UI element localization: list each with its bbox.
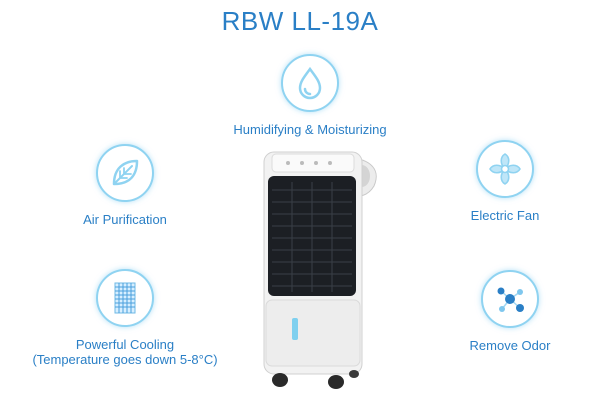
feature-air-purification: Air Purification [50,144,200,227]
fan-blades-icon [476,140,534,198]
feature-label-air-purification: Air Purification [83,212,167,227]
feature-electric-fan: Electric Fan [430,140,580,223]
air-cooler-product-image [258,146,386,397]
molecule-icon [481,270,539,328]
feature-label-powerful-cooling: Powerful Cooling (Temperature goes down … [15,337,235,367]
leaf-icon [96,144,154,202]
feature-label-humidifying: Humidifying & Moisturizing [233,122,387,137]
cooling-filter-icon [96,269,154,327]
feature-label-cooling-line1: Powerful Cooling [75,337,175,352]
water-drop-icon [281,54,339,112]
product-title: RBW LL-19A [221,6,379,36]
feature-label-cooling-line2: (Temperature goes down 5-8°C) [32,352,218,367]
feature-powerful-cooling: Powerful Cooling (Temperature goes down … [15,269,235,367]
feature-remove-odor: Remove Odor [430,270,590,353]
feature-label-remove-odor: Remove Odor [469,338,551,353]
feature-humidifying: Humidifying & Moisturizing [225,54,395,137]
feature-label-electric-fan: Electric Fan [470,208,540,223]
